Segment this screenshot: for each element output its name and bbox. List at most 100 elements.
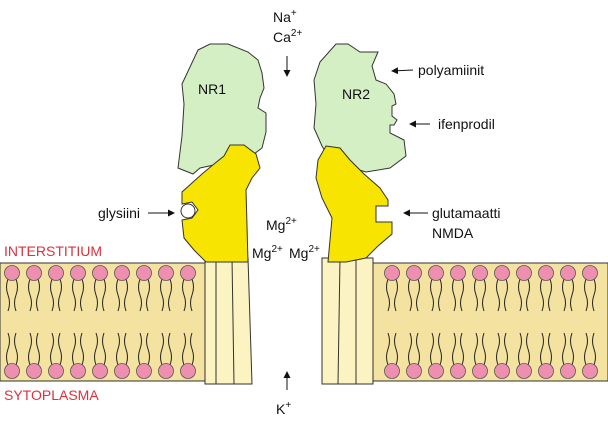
lipid-head <box>114 265 130 281</box>
lipid-tail <box>540 278 544 312</box>
lipid-head <box>384 265 400 281</box>
lipid-head <box>516 265 532 281</box>
nr2-label: NR2 <box>342 86 370 102</box>
lipid-tail <box>14 332 18 366</box>
cytoplasm-label: SYTOPLASMA <box>4 387 99 403</box>
lipid-head <box>4 363 20 379</box>
lipid-head <box>472 265 488 281</box>
lipid-tail <box>460 278 464 312</box>
lipid-tail <box>94 278 98 312</box>
lipid-tail <box>416 278 420 312</box>
lipid-tail <box>416 332 420 366</box>
lipid-tail <box>518 332 522 366</box>
lipid-tail <box>452 332 456 366</box>
lipid-tail <box>168 278 172 312</box>
lipid-head <box>4 265 20 281</box>
lipid-tail <box>58 278 62 312</box>
lipid-head <box>450 265 466 281</box>
nr1-subunit <box>177 43 267 175</box>
lipid-tail <box>584 278 588 312</box>
nmda-label: NMDA <box>432 225 474 241</box>
potassium-ion-label: K+ <box>276 400 291 417</box>
lipid-tail <box>562 332 566 366</box>
lipid-head <box>538 363 554 379</box>
nr1-label: NR1 <box>198 81 226 97</box>
lipid-tail <box>146 332 150 366</box>
lipid-head <box>384 363 400 379</box>
calcium-ion-label: Ca2+ <box>273 28 302 45</box>
lipid-head <box>494 363 510 379</box>
lipid-tail <box>28 278 32 312</box>
lipid-head <box>48 363 64 379</box>
lipid-tail <box>160 278 164 312</box>
lipid-tail <box>518 278 522 312</box>
lipid-head <box>26 363 42 379</box>
lipid-tail <box>584 332 588 366</box>
lipid-tail <box>394 278 398 312</box>
lipid-tail <box>50 278 54 312</box>
magnesium-ion-label-3: Mg2+ <box>289 244 320 261</box>
lipid-tail <box>408 278 412 312</box>
lipid-tail <box>182 332 186 366</box>
lipid-tail <box>6 332 10 366</box>
nr1-binding-domain <box>181 144 261 263</box>
lipid-tail <box>504 332 508 366</box>
channel-left <box>204 257 253 385</box>
lipid-tail <box>386 278 390 312</box>
lipid-tail <box>430 332 434 366</box>
lipid-tail <box>540 332 544 366</box>
membrane-left <box>0 262 206 382</box>
lipid-head <box>92 363 108 379</box>
lipid-tail <box>50 332 54 366</box>
nr2-subunit <box>313 43 407 173</box>
lipid-head <box>516 363 532 379</box>
lipid-tail <box>36 278 40 312</box>
polyamine-arrow <box>391 67 414 75</box>
lipid-tail <box>116 332 120 366</box>
lipid-bilayer <box>4 265 598 379</box>
lipid-tail <box>124 278 128 312</box>
lipid-tail <box>496 278 500 312</box>
lipid-tail <box>72 278 76 312</box>
lipid-head <box>428 265 444 281</box>
lipid-tail <box>526 332 530 366</box>
lipid-head <box>158 265 174 281</box>
lipid-head <box>26 265 42 281</box>
lipid-head <box>70 265 86 281</box>
lipid-head <box>494 265 510 281</box>
lipid-tail <box>72 332 76 366</box>
lipid-head <box>406 363 422 379</box>
sodium-ion-label: Na+ <box>273 8 297 25</box>
lipid-head <box>180 265 196 281</box>
lipid-head <box>136 363 152 379</box>
lipid-tail <box>146 278 150 312</box>
lipid-head <box>582 265 598 281</box>
lipid-tail <box>548 278 552 312</box>
lipid-tail <box>482 332 486 366</box>
membrane-right <box>372 262 608 382</box>
lipid-tail <box>124 332 128 366</box>
glycine-binding-pocket <box>180 203 196 219</box>
lipid-tail <box>138 332 142 366</box>
lipid-tail <box>28 332 32 366</box>
lipid-tail <box>570 332 574 366</box>
lipid-tail <box>36 332 40 366</box>
lipid-tail <box>548 332 552 366</box>
lipid-tail <box>80 332 84 366</box>
lipid-tail <box>190 278 194 312</box>
lipid-tail <box>190 332 194 366</box>
lipid-tail <box>102 278 106 312</box>
lipid-tail <box>496 332 500 366</box>
glycine-label: glysiini <box>98 205 140 221</box>
lipid-tail <box>6 278 10 312</box>
lipid-head <box>472 363 488 379</box>
magnesium-ion-label-1: Mg2+ <box>266 216 297 233</box>
lipid-tail <box>80 278 84 312</box>
lipid-head <box>158 363 174 379</box>
lipid-tail <box>562 278 566 312</box>
lipid-tail <box>570 278 574 312</box>
lipid-tail <box>394 332 398 366</box>
lipid-tail <box>408 332 412 366</box>
nr2-binding-domain <box>315 145 393 263</box>
